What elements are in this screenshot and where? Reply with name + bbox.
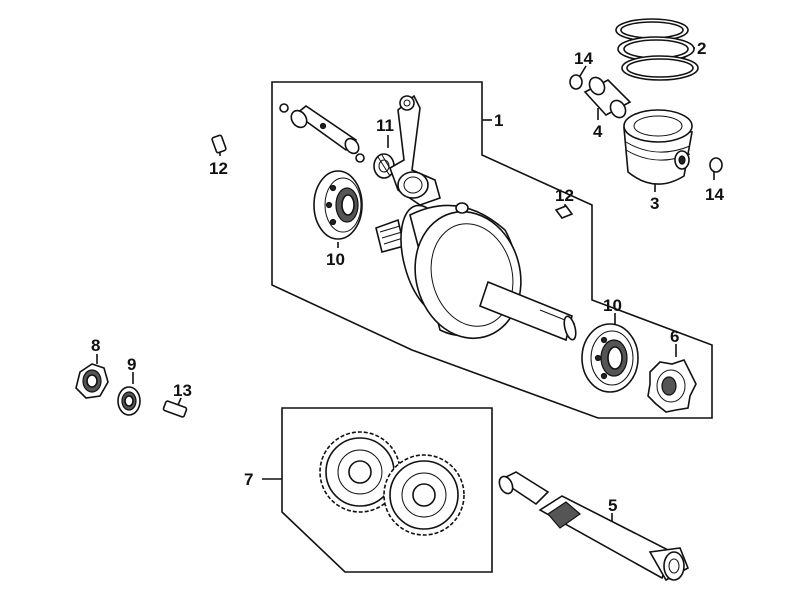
callout-12-left: 12 — [209, 159, 228, 178]
callout-2: 2 — [697, 39, 706, 58]
gear-set — [319, 431, 465, 536]
crankshaft — [375, 202, 577, 342]
callout-11: 11 — [376, 116, 394, 135]
crank-pin — [279, 103, 365, 163]
callout-10-right: 10 — [603, 296, 622, 315]
gear-set-outline — [281, 407, 493, 573]
connecting-rod — [389, 94, 441, 206]
crankshaft-assembly-outline — [271, 81, 713, 419]
piston-pin-circlips — [569, 74, 723, 173]
callout-9: 9 — [127, 355, 136, 374]
right-ball-bearing — [581, 323, 639, 393]
timing-sprocket — [647, 359, 697, 413]
washer — [117, 386, 141, 416]
lock-nut — [75, 363, 109, 399]
callout-14-top: 14 — [574, 49, 593, 68]
piston-pin — [583, 76, 632, 119]
callout-10-left: 10 — [326, 250, 345, 269]
callout-7: 7 — [244, 470, 253, 489]
piston-rings — [615, 18, 699, 81]
needle-bearing — [373, 153, 395, 179]
piston — [623, 109, 693, 185]
woodruff-keys — [162, 134, 574, 418]
callout-3: 3 — [650, 194, 659, 213]
callout-4: 4 — [593, 122, 603, 141]
left-ball-bearing — [313, 170, 363, 240]
callout-1: 1 — [494, 111, 503, 130]
callout-14-right: 14 — [705, 185, 724, 204]
callout-6: 6 — [670, 327, 679, 346]
callout-8: 8 — [91, 336, 100, 355]
callout-5: 5 — [608, 496, 617, 515]
callout-12-right: 12 — [555, 186, 574, 205]
callout-13: 13 — [173, 381, 192, 400]
balancer-shaft — [498, 471, 690, 582]
